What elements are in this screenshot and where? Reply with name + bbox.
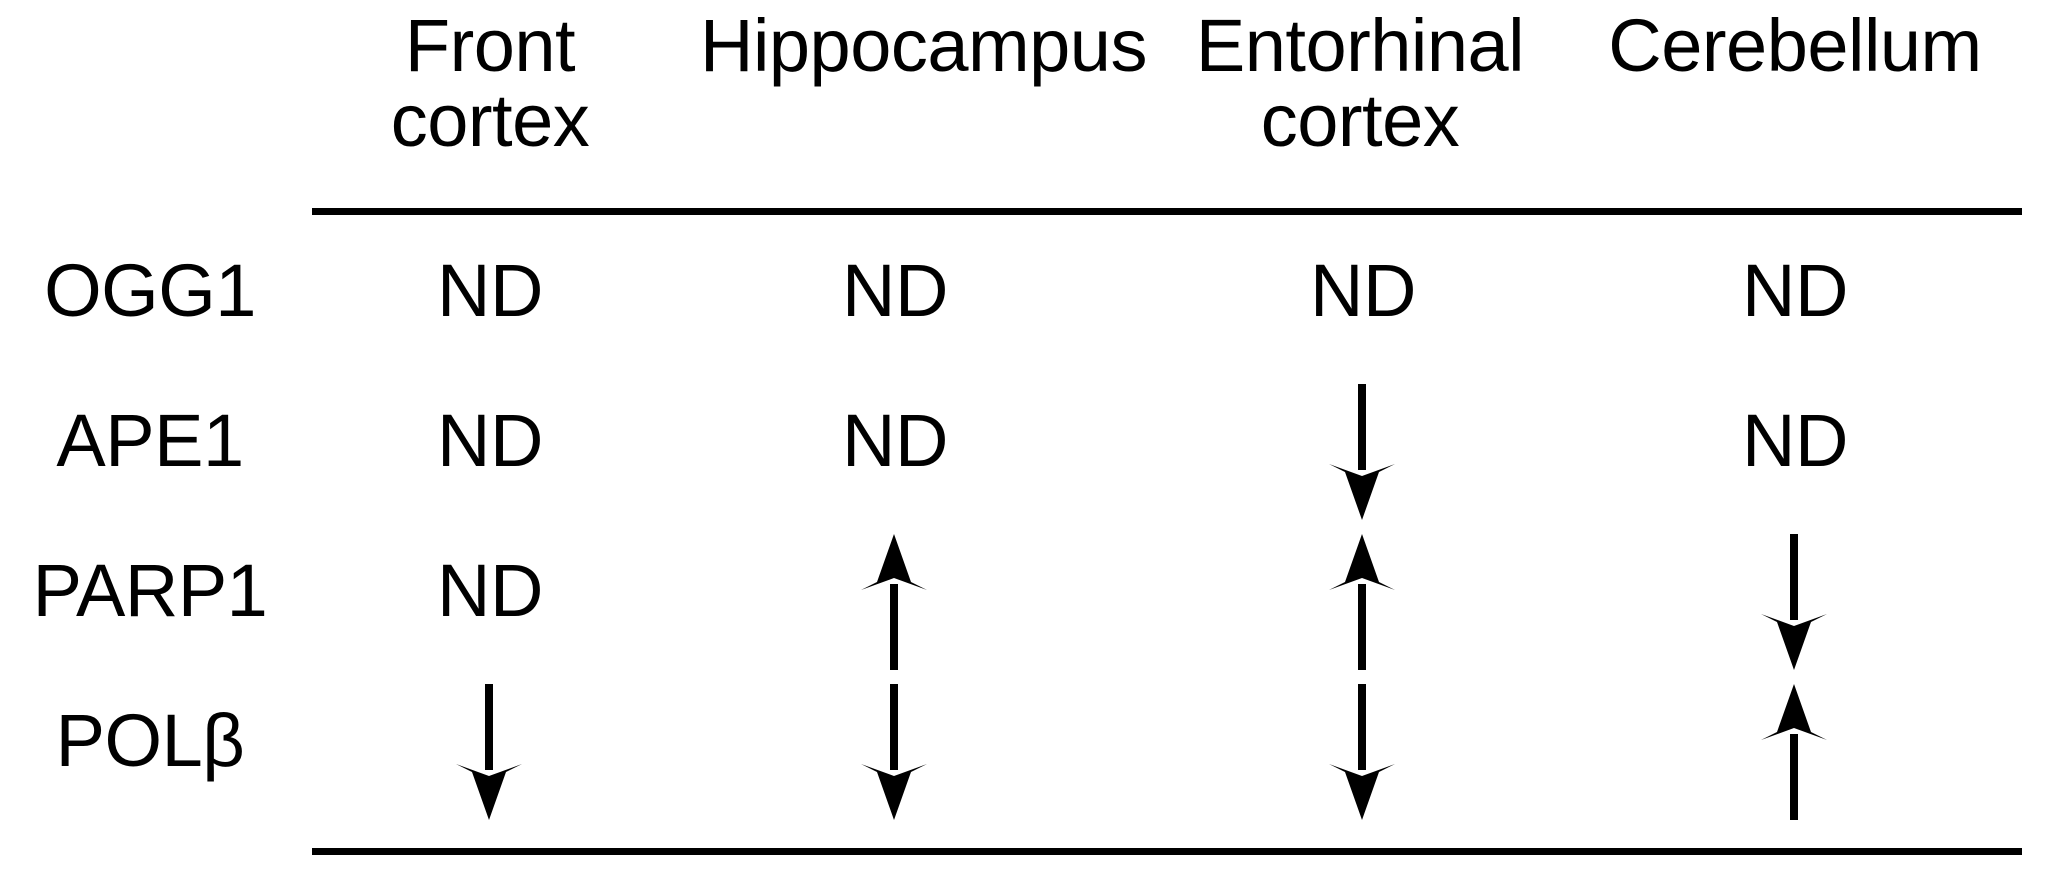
- cell-ape1-hippocampus: ND: [745, 376, 1045, 526]
- up-arrow-icon: [1645, 684, 1945, 820]
- cell-value-nd: ND: [437, 249, 543, 332]
- cell-ogg1-cerebellum: ND: [1645, 226, 1945, 376]
- cell-value-nd: ND: [1310, 249, 1416, 332]
- cell-polbeta-entorhinal-cortex: [1213, 676, 1513, 826]
- up-arrow-icon: [745, 534, 1045, 670]
- cell-parp1-cerebellum: [1645, 526, 1945, 676]
- cell-ape1-cerebellum: ND: [1645, 376, 1945, 526]
- down-arrow-icon: [1213, 684, 1513, 820]
- cell-parp1-hippocampus: [745, 526, 1045, 676]
- cell-value-nd: ND: [437, 399, 543, 482]
- cell-parp1-front-cortex: ND: [340, 526, 640, 676]
- row-label-polbeta: POLβ: [55, 699, 245, 782]
- table-row: OGG1 ND ND ND ND: [0, 226, 2050, 376]
- row-label-parp1: PARP1: [32, 549, 268, 632]
- cell-ape1-front-cortex: ND: [340, 376, 640, 526]
- row-label-ogg1: OGG1: [44, 249, 256, 332]
- row-label-ape1: APE1: [56, 399, 244, 482]
- cell-value-nd: ND: [1742, 249, 1848, 332]
- cell-ogg1-hippocampus: ND: [745, 226, 1045, 376]
- cell-ape1-entorhinal-cortex: [1213, 376, 1513, 526]
- cell-parp1-entorhinal-cortex: [1213, 526, 1513, 676]
- down-arrow-icon: [340, 684, 640, 820]
- cell-polbeta-hippocampus: [745, 676, 1045, 826]
- cell-value-nd: ND: [437, 549, 543, 632]
- down-arrow-icon: [1645, 534, 1945, 670]
- column-header-front-cortex: Front cortex: [390, 4, 590, 163]
- table-top-rule: [312, 208, 2022, 215]
- column-header-entorhinal-cortex: Entorhinal cortex: [1195, 4, 1525, 163]
- table-body: OGG1 ND ND ND ND APE1 ND: [0, 226, 2050, 826]
- up-arrow-icon: [1213, 534, 1513, 670]
- column-header-hippocampus: Hippocampus: [700, 4, 1147, 87]
- cell-polbeta-cerebellum: [1645, 676, 1945, 826]
- table-row: APE1 ND ND ND: [0, 376, 2050, 526]
- cell-value-nd: ND: [842, 399, 948, 482]
- down-arrow-icon: [745, 684, 1045, 820]
- cell-ogg1-entorhinal-cortex: ND: [1213, 226, 1513, 376]
- column-header-cerebellum: Cerebellum: [1608, 4, 1982, 87]
- cell-polbeta-front-cortex: [340, 676, 640, 826]
- table-header-row: Front cortex Hippocampus Entorhinal cort…: [0, 8, 2050, 188]
- cell-value-nd: ND: [1742, 399, 1848, 482]
- table-row: PARP1 ND: [0, 526, 2050, 676]
- cell-ogg1-front-cortex: ND: [340, 226, 640, 376]
- table-row: POLβ: [0, 676, 2050, 826]
- table-bottom-rule: [312, 848, 2022, 855]
- cell-value-nd: ND: [842, 249, 948, 332]
- down-arrow-icon: [1213, 384, 1513, 520]
